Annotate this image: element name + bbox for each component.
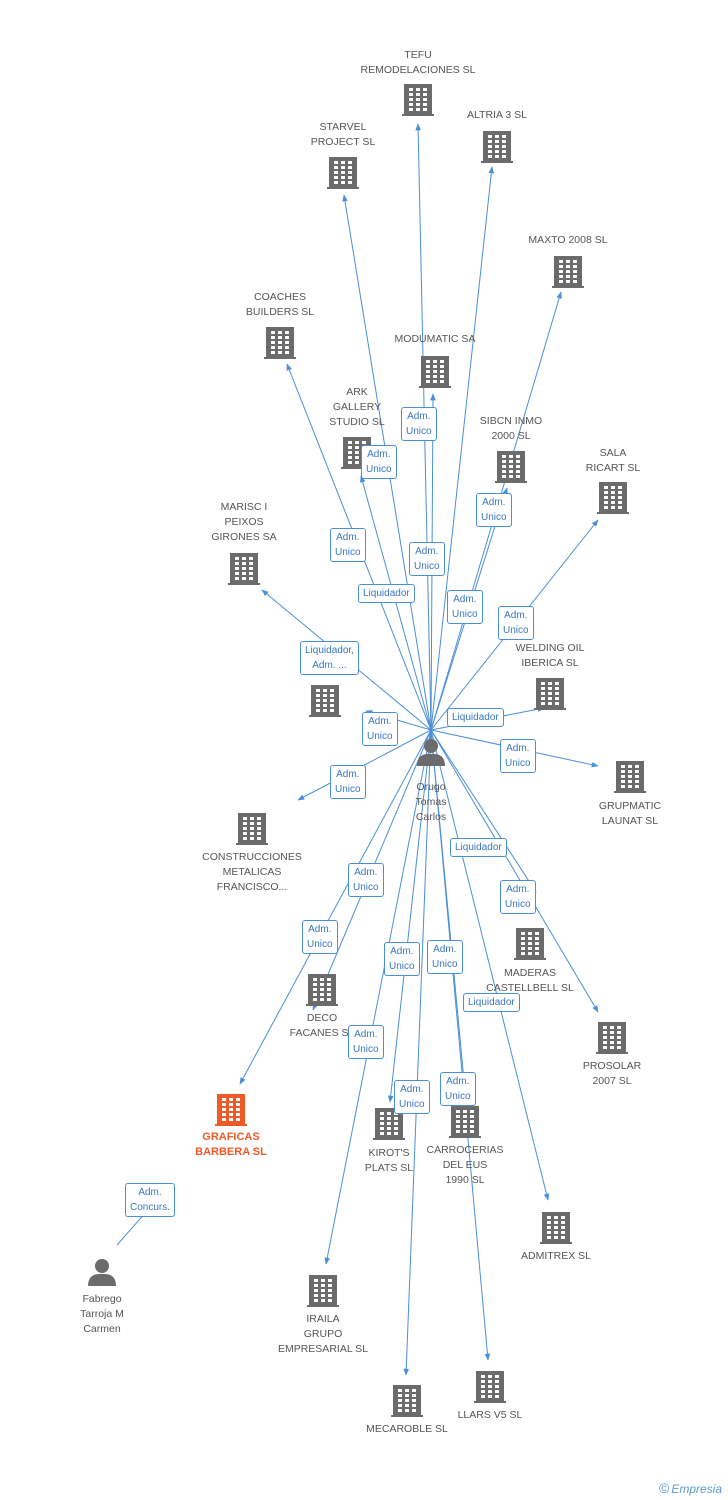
- building-icon-maderas[interactable]: [514, 928, 546, 960]
- edge-label-modumatic[interactable]: Adm. Unico: [401, 407, 437, 441]
- edge-label-mecaroble[interactable]: Adm. Unico: [394, 1080, 430, 1114]
- node-label-marisc[interactable]: MARISC I PEIXOS GIRONES SA: [211, 501, 277, 543]
- node-label-maxto[interactable]: MAXTO 2008 SL: [528, 234, 608, 246]
- node-label-sibcn[interactable]: SIBCN INMO 2000 SL: [479, 415, 543, 442]
- building-icon-maxto[interactable]: [552, 256, 584, 288]
- edge-orugo-iraila: [324, 729, 432, 1265]
- node-label-tefu[interactable]: TEFU REMODELACIONES SL: [360, 49, 476, 76]
- building-icon-carrocerias[interactable]: [449, 1106, 481, 1138]
- building-icon-mecaroble[interactable]: [391, 1385, 423, 1417]
- edge-orugo-admitrex: [430, 729, 550, 1201]
- edge-label-deco[interactable]: Adm. Unico: [348, 863, 384, 897]
- node-label-graficas[interactable]: GRAFICAS BARBERA SL: [195, 1131, 267, 1158]
- node-label-mecaroble[interactable]: MECAROBLE SL: [366, 1423, 448, 1435]
- edge-label-marisc[interactable]: Liquidador, Adm. ...: [300, 641, 359, 675]
- building-icon-welding[interactable]: [534, 678, 566, 710]
- node-label-modumatic[interactable]: MODUMATIC SA: [394, 333, 476, 345]
- edge-label-car[interactable]: Adm. Unico: [362, 712, 398, 746]
- copyright-symbol: ©: [658, 1480, 670, 1496]
- building-icon-graficas[interactable]: [215, 1094, 247, 1126]
- node-label-sala[interactable]: SALA RICART SL: [585, 447, 641, 474]
- edge-orugo-altria: [430, 166, 495, 731]
- edge-orugo-kirots: [387, 729, 432, 1103]
- node-label-maderas[interactable]: MADERAS CASTELLBELL SL: [486, 967, 574, 994]
- node-label-carrocerias[interactable]: CARROCERIAS DEL EUS 1990 SL: [426, 1144, 504, 1186]
- edge-orugo-graficas: [239, 729, 432, 1085]
- node-label-prosolar[interactable]: PROSOLAR 2007 SL: [582, 1060, 642, 1087]
- edge-label-graficas[interactable]: Adm. Concurs.: [125, 1183, 176, 1217]
- building-icon-iraila[interactable]: [307, 1275, 339, 1307]
- building-icon-coaches[interactable]: [264, 327, 296, 359]
- edge-label-llars[interactable]: Adm. Unico: [440, 1072, 476, 1106]
- person-icon-fabrego[interactable]: [88, 1259, 116, 1286]
- edge-orugo-llars: [430, 729, 491, 1361]
- node-label-coaches[interactable]: COACHES BUILDERS SL: [245, 291, 315, 318]
- node-label-welding[interactable]: WELDING OIL IBERICA SL: [515, 642, 585, 669]
- edge-orugo-mecaroble: [403, 729, 432, 1376]
- building-icon-tefu[interactable]: [402, 84, 434, 116]
- edge-label-welding[interactable]: Liquidador: [447, 708, 504, 727]
- building-icon-admitrex[interactable]: [540, 1212, 572, 1244]
- edge-label-graficas[interactable]: Adm. Unico: [302, 920, 338, 954]
- node-label-grupmatic[interactable]: GRUPMATIC LAUNAT SL: [598, 800, 662, 827]
- credit-text: Empresia: [671, 1482, 722, 1496]
- edge-label-grupmatic[interactable]: Adm. Unico: [500, 739, 536, 773]
- edge-label-maderas[interactable]: Liquidador: [450, 838, 507, 857]
- building-icon-sibcn[interactable]: [495, 451, 527, 483]
- building-icon-llars[interactable]: [474, 1371, 506, 1403]
- building-icon-altria[interactable]: [481, 131, 513, 163]
- edge-label-carrocerias[interactable]: Adm. Unico: [427, 940, 463, 974]
- edge-label-admitrex[interactable]: Liquidador: [463, 993, 520, 1012]
- node-label-construcciones[interactable]: CONSTRUCCIONES METALICAS FRANCISCO...: [202, 851, 302, 893]
- edge-orugo-maderas: [430, 729, 537, 893]
- building-icon-construcciones[interactable]: [236, 813, 268, 845]
- building-icon-prosolar[interactable]: [596, 1022, 628, 1054]
- building-icon-grupmatic[interactable]: [614, 761, 646, 793]
- node-label-fabrego[interactable]: Fabrego Tarroja M Carmen: [80, 1293, 124, 1335]
- edge-label-sala[interactable]: Adm. Unico: [498, 606, 534, 640]
- edge-orugo-ark: [359, 475, 432, 731]
- building-icon-sala[interactable]: [597, 482, 629, 514]
- node-label-ark[interactable]: ARK GALLERY STUDIO SL: [329, 386, 385, 428]
- edge-label-sibcn[interactable]: Adm. Unico: [476, 493, 512, 527]
- node-label-altria[interactable]: ALTRIA 3 SL: [467, 109, 527, 121]
- building-icon-car[interactable]: [309, 685, 341, 717]
- edge-label-extra-1[interactable]: Adm. Unico: [409, 542, 445, 576]
- node-label-admitrex[interactable]: ADMITREX SL: [520, 1250, 591, 1262]
- building-icon-marisc[interactable]: [228, 553, 260, 585]
- edge-label-kirots[interactable]: Adm. Unico: [384, 942, 420, 976]
- person-icon-orugo[interactable]: [417, 739, 445, 766]
- building-icon-modumatic[interactable]: [419, 356, 451, 388]
- edge-label-prosolar[interactable]: Adm. Unico: [500, 880, 536, 914]
- node-label-deco[interactable]: DECO FACANES SL: [289, 1012, 355, 1039]
- empresia-credit[interactable]: ©Empresia: [659, 1480, 722, 1496]
- node-label-iraila[interactable]: IRAILA GRUPO EMPRESARIAL SL: [277, 1313, 369, 1355]
- edge-label-extra-2[interactable]: Liquidador: [358, 584, 415, 603]
- building-icon-starvel[interactable]: [327, 157, 359, 189]
- node-label-orugo[interactable]: Orugo Tomas Carlos: [415, 781, 447, 823]
- edge-label-ark[interactable]: Adm. Unico: [361, 445, 397, 479]
- edge-label-extra-0[interactable]: Adm. Unico: [330, 528, 366, 562]
- node-label-starvel[interactable]: STARVEL PROJECT SL: [310, 121, 376, 148]
- edge-label-iraila[interactable]: Adm. Unico: [348, 1025, 384, 1059]
- building-icon-deco[interactable]: [306, 974, 338, 1006]
- edge-label-extra-3[interactable]: Adm. Unico: [447, 590, 483, 624]
- edge-orugo-prosolar: [430, 729, 599, 1013]
- edge-label-construcciones[interactable]: Adm. Unico: [330, 765, 366, 799]
- node-label-llars[interactable]: LLARS V5 SL: [457, 1409, 523, 1421]
- node-label-kirots[interactable]: KIROT'S PLATS SL: [364, 1147, 414, 1174]
